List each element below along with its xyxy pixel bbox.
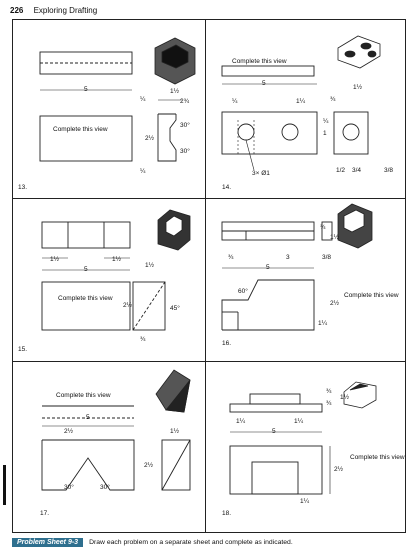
dim-label: 3/8 <box>322 254 332 261</box>
dim-label: ¾ <box>320 224 326 231</box>
dim-label: 2¾ <box>180 98 190 105</box>
dim-label: 2½ <box>330 300 340 307</box>
dim-label: 2½ <box>64 428 74 435</box>
dim-label: 1¼ <box>294 418 304 425</box>
problem-number: 17. <box>40 510 50 517</box>
dim-label: 30° <box>180 148 190 155</box>
page-header: 226 Exploring Drafting <box>10 6 97 15</box>
dim-label: 1/2 <box>336 167 346 174</box>
dim-label: 45° <box>170 305 180 312</box>
dim-label: ¼ <box>140 168 146 175</box>
instruction-label: Complete this view <box>344 292 399 299</box>
dim-label: 30° <box>64 484 74 491</box>
dim-label: 3/4 <box>352 167 362 174</box>
dim-label: ¼ <box>140 96 146 103</box>
dim-label: 5 <box>266 264 270 271</box>
problem-number: 13. <box>18 184 28 191</box>
dim-label: ¾ <box>330 96 336 103</box>
dim-label: 30° <box>100 484 110 491</box>
dim-label: 5 <box>86 414 90 421</box>
dim-label: 1½ <box>170 88 180 95</box>
dim-label: 2½ <box>145 135 155 142</box>
instruction-label: Complete this view <box>56 392 111 399</box>
dim-label: ¾ <box>228 254 234 261</box>
dim-label: 3 <box>286 254 290 261</box>
problem-number: 15. <box>18 346 28 353</box>
dim-label: ¾ <box>326 388 332 395</box>
footer: Problem Sheet 9-3 Draw each problem on a… <box>12 536 293 548</box>
dim-label: 1¼ <box>236 418 246 425</box>
problem-number: 14. <box>222 184 232 191</box>
instruction-label: Complete this view <box>58 295 113 302</box>
page-title: Exploring Drafting <box>33 6 98 15</box>
dim-label: 1½ <box>170 428 180 435</box>
vertical-divider <box>205 19 206 533</box>
row-divider-2 <box>12 361 406 362</box>
dim-label: 2½ <box>123 302 133 309</box>
dim-label: 5 <box>262 80 266 87</box>
problem-sheet <box>12 19 406 533</box>
dim-label: 30° <box>180 122 190 129</box>
dim-label: ¾ <box>326 400 332 407</box>
instruction-label: Complete this view <box>350 454 405 461</box>
dim-label: ¼ <box>323 118 329 125</box>
dim-label: 3/8 <box>384 167 394 174</box>
dim-label: 1¼ <box>296 98 306 105</box>
dim-label: 1½ <box>353 84 363 91</box>
dim-label: 1 <box>323 130 327 137</box>
dim-label: ¼ <box>232 98 238 105</box>
dim-label: 1¼ <box>318 320 328 327</box>
dim-label: 1½ <box>50 256 60 263</box>
problem-number: 18. <box>222 510 232 517</box>
instruction-label: Complete this view <box>53 126 108 133</box>
dim-label: 60° <box>238 288 248 295</box>
dim-label: ¾ <box>140 336 146 343</box>
dim-label: 1½ <box>330 234 340 241</box>
dim-label: 1½ <box>340 394 350 401</box>
dim-label: 5 <box>272 428 276 435</box>
dim-label: 1½ <box>112 256 122 263</box>
page-number: 226 <box>10 6 24 15</box>
instruction-label: Complete this view <box>232 58 287 65</box>
row-divider-1 <box>12 198 406 199</box>
dim-label: 2½ <box>334 466 344 473</box>
dim-label: 5 <box>84 266 88 273</box>
dim-label: 1¼ <box>300 498 310 505</box>
problem-sheet-badge: Problem Sheet 9-3 <box>12 537 84 547</box>
problem-number: 16. <box>222 340 232 347</box>
dim-label: 3× Ø1 <box>252 170 270 177</box>
dim-label: 1½ <box>145 262 155 269</box>
footer-instructions: Draw each problem on a separate sheet an… <box>89 538 293 546</box>
dim-label: 2½ <box>144 462 154 469</box>
binding-mark <box>3 465 6 505</box>
dim-label: 5 <box>84 86 88 93</box>
